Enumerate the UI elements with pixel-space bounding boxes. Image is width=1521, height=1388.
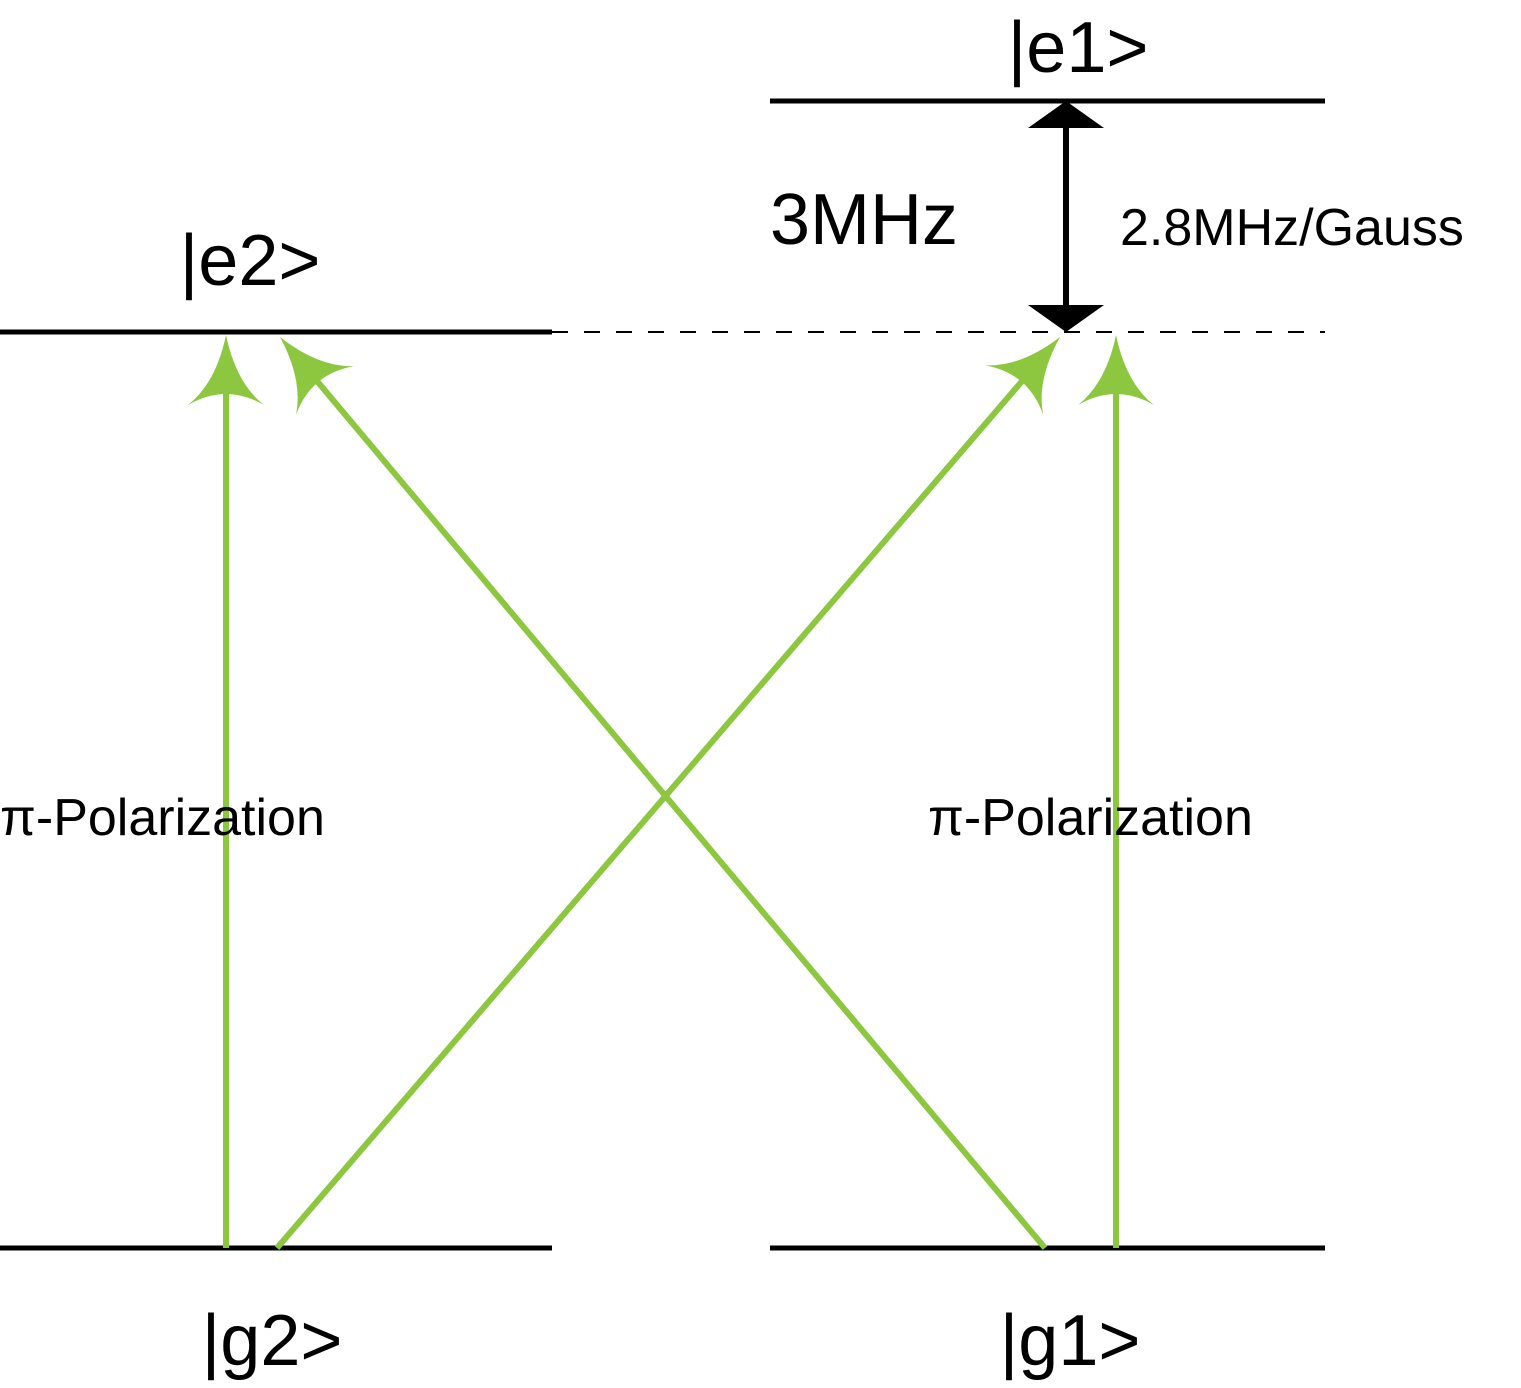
transition-g2-virtual-arrowhead bbox=[985, 337, 1060, 415]
transition-g2-virtual-line bbox=[274, 371, 1031, 1250]
level-e2-label: |e2> bbox=[180, 221, 321, 301]
transition-g1-virtual-arrowhead bbox=[1078, 335, 1154, 405]
splitting-arrow-head-down bbox=[1028, 305, 1104, 332]
polarization-label-right: π-Polarization bbox=[928, 789, 1253, 847]
splitting-frequency-label: 3MHz bbox=[770, 180, 958, 260]
level-g1-label: |g1> bbox=[1000, 1301, 1141, 1381]
transition-arrows bbox=[188, 335, 1154, 1250]
level-g2-label: |g2> bbox=[202, 1301, 343, 1381]
splitting-arrow-head-up bbox=[1028, 101, 1104, 128]
transition-g2-e2-arrowhead bbox=[188, 335, 264, 405]
transition-g1-e2-arrowhead bbox=[280, 337, 355, 416]
polarization-label-left: π-Polarization bbox=[0, 789, 325, 847]
zeeman-rate-label: 2.8MHz/Gauss bbox=[1120, 199, 1464, 257]
level-e1-label: |e1> bbox=[1008, 8, 1149, 88]
transition-g1-e2-line bbox=[308, 371, 1048, 1250]
